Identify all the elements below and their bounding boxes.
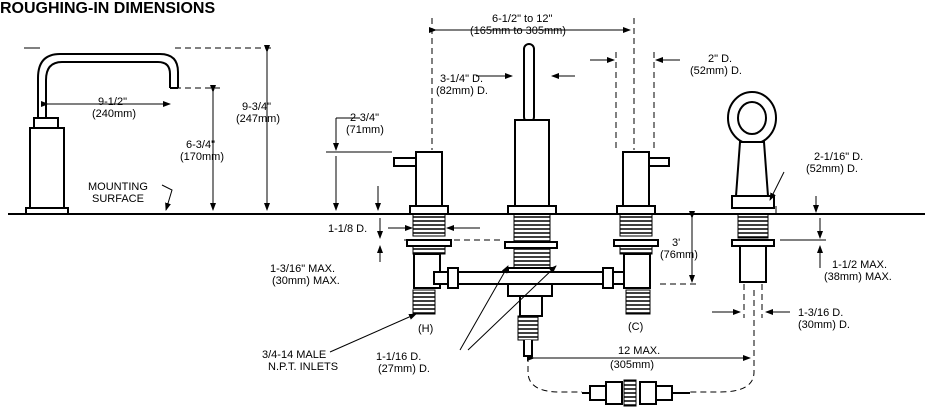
spout-reach-label: 9-1/2" [98,96,127,108]
shower-shank-mm-label: (30mm) D. [798,319,850,331]
below-deck-label: 3' [672,237,680,249]
supply-manifold [433,271,629,285]
hot-handle [393,151,452,315]
inlets-label: 3/4-14 MALE [262,349,326,361]
max-deck-label: 1-3/16" MAX. [270,263,335,275]
spout-height-mm-label: (247mm) [236,113,280,125]
below-deck-mm-label: (76mm) [660,249,698,261]
hose-max-mm-label: (305mm) [610,359,654,371]
spout-reach-mm-label: (240mm) [92,108,136,120]
hand-shower [727,91,777,283]
diagram-title: ROUGHING-IN DIMENSIONS [0,0,215,17]
shank-diameter-label: 1-1/8 D. [328,223,367,235]
spout-clearance-label: 6-3/4" [186,139,215,151]
spout-clearance-mm-label: (170mm) [180,151,224,163]
shower-max-label: 1-1/2 MAX. [832,259,887,271]
center-spout [504,43,558,357]
shower-diameter-mm-label: (52mm) D. [806,163,858,175]
cold-inlet-label: (C) [628,321,643,333]
spout-diameter-mm-label: (82mm) D. [436,85,488,97]
handle-height-mm-label: (71mm) [346,124,384,136]
body-diameter-mm-label: (27mm) D. [378,363,430,375]
handle-diameter-label: 2" D. [708,53,732,65]
spread-mm-label: (165mm to 305mm) [470,25,566,37]
hot-inlet-label: (H) [418,323,433,335]
hose-max-label: 12 MAX. [618,345,660,357]
handle-diameter-mm-label: (52mm) D. [690,65,742,77]
shower-shank-label: 1-3/16 D. [798,307,843,319]
spout-diameter-label: 3-1/4" D. [440,73,483,85]
handle-height-label: 2-3/4" [350,112,379,124]
inlets-label-2: N.P.T. INLETS [268,361,338,373]
max-deck-mm-label: (30mm) MAX. [272,275,340,287]
body-diameter-label: 1-1/16 D. [376,351,421,363]
hose-connector [582,379,690,407]
surface-label: SURFACE [92,193,144,205]
shower-max-mm-label: (38mm) MAX. [824,271,892,283]
spout-height-label: 9-3/4" [242,101,271,113]
cold-handle [613,151,670,315]
mounting-label: MOUNTING [88,181,148,193]
spread-label: 6-1/2" to 12" [492,13,552,25]
shower-diameter-label: 2-1/16" D. [814,151,863,163]
